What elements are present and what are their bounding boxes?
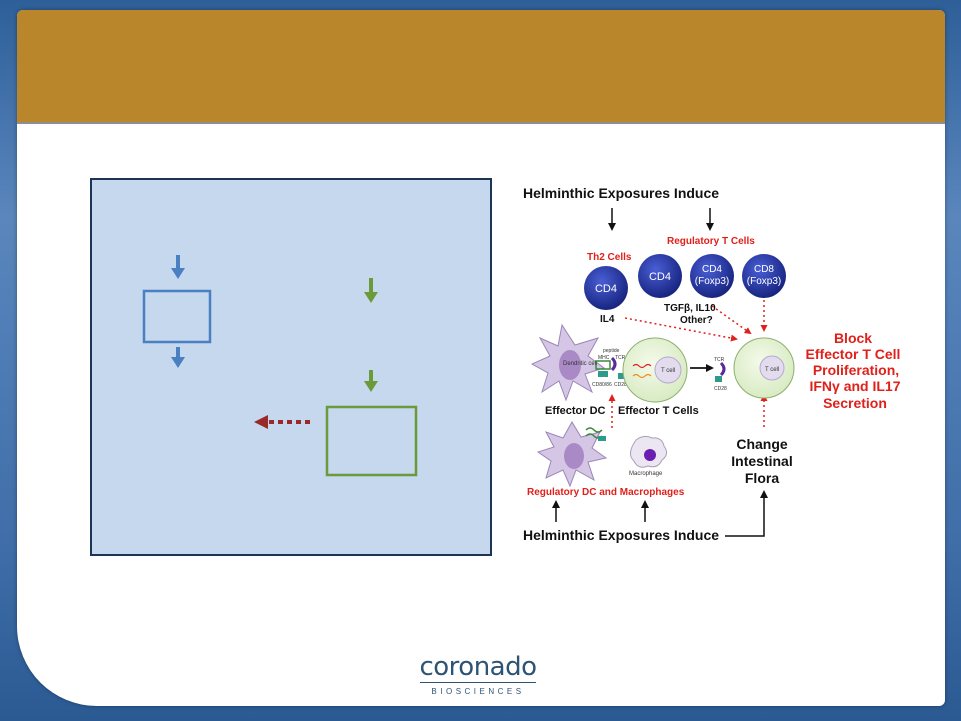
- block-line3: Proliferation,: [813, 362, 899, 378]
- flora-line1: Change: [736, 436, 788, 452]
- macrophage: Macrophage: [629, 435, 668, 477]
- left-schematic-panel: [90, 178, 492, 556]
- flora-line3: Flora: [745, 470, 779, 486]
- effector-t-label: Effector T Cells: [618, 405, 699, 417]
- arrow-to-flora: [725, 490, 768, 537]
- effector-t-cell: T cell: [622, 337, 688, 403]
- mhc-label: MHC: [598, 355, 610, 361]
- cell-cd4-th2-label: CD4: [595, 283, 617, 295]
- cell-cd4: CD4: [638, 254, 682, 298]
- cell-cd4-foxp3: CD4 (Foxp3): [690, 254, 734, 298]
- cell-cd4-th2: CD4: [584, 266, 628, 310]
- logo-subtitle: BIOSCIENCES: [431, 687, 525, 696]
- cell-cd8-foxp3-line1: CD8: [754, 264, 774, 275]
- dendritic-cell-label: Dendritic cell: [563, 361, 597, 367]
- regulatory-dc-label: Regulatory DC and Macrophages: [527, 487, 685, 498]
- cd28-label: CD28: [614, 382, 627, 388]
- logo-rule: [420, 682, 536, 683]
- title-divider: [17, 122, 945, 124]
- arrow-tgf: [711, 305, 752, 335]
- blue-arrow-bottom: [171, 347, 185, 368]
- left-panel-shapes: [142, 255, 418, 477]
- block-line5: Secretion: [823, 395, 887, 411]
- blue-arrow-top: [171, 255, 185, 279]
- green-arrow-bottom: [364, 370, 378, 392]
- helminth-diagram: Helminthic Exposures Induce Th2 Cells Re…: [523, 185, 901, 543]
- peptide-label: peptide: [603, 348, 620, 354]
- cell-cd8-foxp3: CD8 (Foxp3): [742, 254, 786, 298]
- receptor-complex-2: TCR CD28: [714, 357, 727, 392]
- red-dotted-arrows: [608, 300, 768, 428]
- effector-dendritic-cell: Dendritic cell: [530, 323, 606, 402]
- block-line2: Effector T Cell: [806, 346, 901, 362]
- cell-cd4-foxp3-line2: (Foxp3): [695, 276, 729, 287]
- tcr-label-2: TCR: [714, 357, 725, 363]
- il4-label: IL4: [600, 314, 615, 325]
- cd80-86-label: CD80/86: [592, 382, 612, 388]
- flora-line2: Intestinal: [731, 453, 792, 469]
- t-cell-label-2: T cell: [765, 367, 779, 373]
- header-bottom: Helminthic Exposures Induce: [523, 527, 719, 543]
- block-line4: IFNγ and IL17: [809, 378, 900, 394]
- treg-label: Regulatory T Cells: [667, 236, 755, 247]
- arrow-il4: [624, 317, 738, 342]
- cell-cd8-foxp3-line2: (Foxp3): [747, 276, 781, 287]
- cell-cd4-label: CD4: [649, 271, 671, 283]
- dashed-red-arrow: [254, 415, 310, 429]
- receptor-complex-1: peptide MHC TCR CD80/86 CD28: [592, 348, 627, 388]
- cytokines-line2: Other?: [680, 315, 713, 326]
- cd28-label-2: CD28: [714, 386, 727, 392]
- target-t-cell: T cell: [733, 337, 795, 399]
- header-top: Helminthic Exposures Induce: [523, 185, 719, 201]
- blue-box: [142, 289, 212, 344]
- green-arrow-top: [364, 278, 378, 303]
- block-line1: Block: [834, 330, 872, 346]
- regulatory-dendritic-cell: [536, 421, 608, 488]
- logo-wordmark: coronado: [419, 652, 537, 682]
- t-cell-label: T cell: [661, 368, 675, 374]
- effector-dc-label: Effector DC: [545, 405, 606, 417]
- cytokines-line1: TGFβ, IL10: [664, 303, 716, 314]
- cell-cd4-foxp3-line1: CD4: [702, 264, 722, 275]
- macrophage-label: Macrophage: [629, 471, 663, 477]
- green-box: [325, 405, 418, 477]
- tcr-label: TCR: [615, 355, 626, 361]
- th2-label: Th2 Cells: [587, 252, 632, 263]
- title-bar: [17, 10, 945, 122]
